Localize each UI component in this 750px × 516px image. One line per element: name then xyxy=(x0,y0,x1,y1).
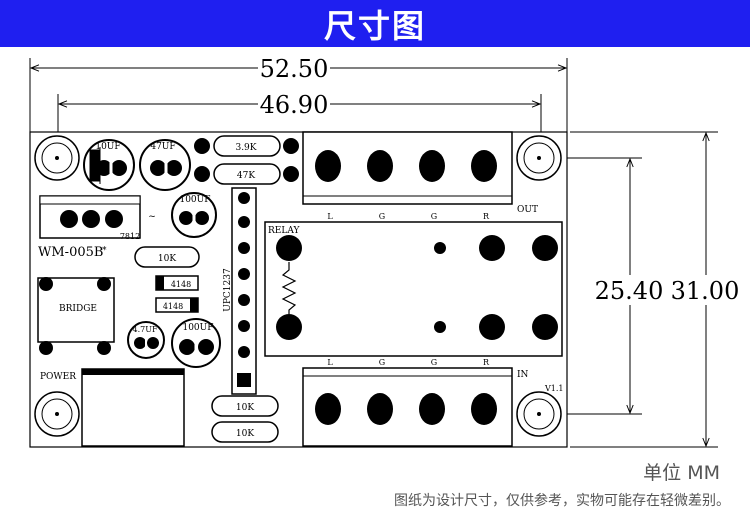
tilde-mark: ~ xyxy=(148,212,156,222)
resistor-47k-label: 47K xyxy=(237,171,255,181)
output-terminal xyxy=(302,131,513,205)
resistor-10k-middle xyxy=(134,246,200,268)
resistor-47k xyxy=(213,163,281,185)
power-label: POWER xyxy=(40,372,76,382)
mounting-hole-bottom-right xyxy=(516,391,562,437)
capacitor-47uf xyxy=(139,139,191,191)
resistor-10k-lower-1 xyxy=(211,395,279,417)
unit-label: 单位 MM xyxy=(643,462,720,484)
capacitor-10uf xyxy=(83,139,135,191)
out-pin-l: L xyxy=(327,212,333,221)
power-jack xyxy=(81,368,185,447)
mounting-hole-top-right xyxy=(516,135,562,181)
resistor-3-9k-label: 3.9K xyxy=(235,143,256,153)
version-label: V1.1 xyxy=(544,384,564,393)
mounting-hole-top-left xyxy=(34,135,80,181)
disclaimer-note: 图纸为设计尺寸，仅供参考，实物可能存在轻微差别。 xyxy=(394,493,730,509)
relay-label: RELAY xyxy=(268,226,300,236)
resistor-3-9k xyxy=(213,135,281,157)
ic-upc1237 xyxy=(231,187,257,395)
height-inner-label: 25.40 xyxy=(595,277,664,305)
width-inner-label: 46.90 xyxy=(260,91,329,119)
bridge-rectifier xyxy=(37,277,115,355)
input-pin-labels: L G G R xyxy=(327,358,490,367)
resistor-10k-lower-2-label: 10K xyxy=(236,429,254,439)
height-outer-label: 31.00 xyxy=(671,277,740,305)
resistor-10k-middle-label: 10K xyxy=(158,254,176,264)
regulator-label: 7812 xyxy=(120,232,140,241)
model-star: * xyxy=(102,246,107,256)
in-label: IN xyxy=(517,370,529,380)
title-banner: 尺寸图 xyxy=(0,0,750,47)
in-pin-r: R xyxy=(483,358,490,367)
capacitor-10uf-label: 10UF xyxy=(95,142,120,152)
regulator-7812 xyxy=(39,195,141,239)
out-label: OUT xyxy=(517,205,538,215)
page-title: 尺寸图 xyxy=(323,6,426,45)
width-outer-label: 52.50 xyxy=(260,55,329,83)
capacitor-4-7uf-label: 4.7UF xyxy=(132,325,157,334)
out-pin-g2: G xyxy=(431,212,437,221)
capacitor-100uf-lower-label: 100UF xyxy=(182,323,213,333)
capacitor-100uf-upper-label: 100UF xyxy=(179,195,210,205)
resistor-pads-top xyxy=(194,138,299,182)
model-label: WM-005B xyxy=(38,245,103,260)
diode-2-label: 4148 xyxy=(163,302,183,311)
width-dimension-outer xyxy=(29,58,568,132)
in-pin-g2: G xyxy=(431,358,437,367)
capacitor-100uf-upper xyxy=(171,192,217,238)
in-pin-g1: G xyxy=(379,358,385,367)
input-terminal xyxy=(302,367,513,447)
capacitor-47uf-label: 47UF xyxy=(150,142,175,152)
resistor-10k-lower-1-label: 10K xyxy=(236,403,254,413)
relay xyxy=(264,221,563,357)
diode-1-label: 4148 xyxy=(171,280,191,289)
bridge-label: BRIDGE xyxy=(59,304,97,314)
height-dimension-outer xyxy=(570,131,718,448)
mounting-hole-bottom-left xyxy=(34,391,80,437)
height-dimension-inner xyxy=(545,157,642,415)
in-pin-l: L xyxy=(327,358,333,367)
capacitor-4-7uf xyxy=(127,321,165,359)
capacitor-100uf-lower xyxy=(171,318,221,368)
out-pin-labels: L G G R xyxy=(327,212,490,221)
out-pin-r: R xyxy=(483,212,490,221)
out-pin-g1: G xyxy=(379,212,385,221)
ic-label: UPC1237 xyxy=(223,268,233,312)
resistor-10k-lower-2 xyxy=(211,421,279,443)
diode-2 xyxy=(155,297,199,313)
diode-1 xyxy=(155,275,199,291)
